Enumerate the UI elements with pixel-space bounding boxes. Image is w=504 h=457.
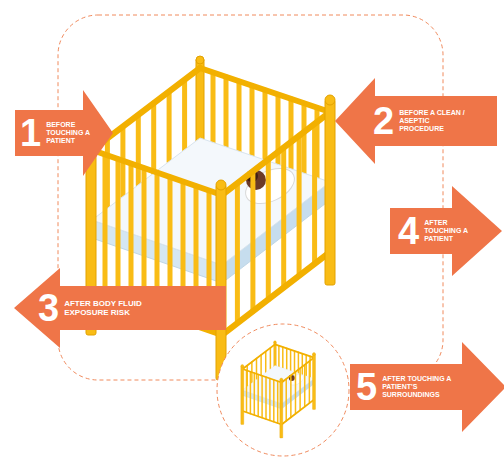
arrow-outline <box>390 186 502 276</box>
moment-label: BEFORE TOUCHING A PATIENT <box>46 121 90 145</box>
arrow-content: 2BEFORE A CLEAN / ASEPTIC PROCEDURE <box>373 96 473 146</box>
arrow-outline <box>14 268 226 348</box>
moment-label: AFTER TOUCHING A PATIENT <box>424 219 474 243</box>
moment-arrow: 4AFTER TOUCHING A PATIENT <box>390 186 502 276</box>
moment-number: 2 <box>373 102 394 140</box>
moment-arrow: 1BEFORE TOUCHING A PATIENT <box>15 90 113 176</box>
moment-number: 4 <box>398 212 419 250</box>
moment-arrow: 2BEFORE A CLEAN / ASEPTIC PROCEDURE <box>335 78 497 164</box>
moment-label: BEFORE A CLEAN / ASEPTIC PROCEDURE <box>399 109 473 133</box>
arrow-outline <box>335 78 497 164</box>
arrow-outline <box>15 90 113 176</box>
arrow-content: 4AFTER TOUCHING A PATIENT <box>398 208 474 254</box>
surroundings-circle <box>217 324 349 456</box>
moment-number: 5 <box>356 368 377 406</box>
moment-number: 3 <box>38 289 59 327</box>
moment-arrow: 5AFTER TOUCHING A PATIENT'S SURROUNDINGS <box>350 342 504 432</box>
moment-label: AFTER TOUCHING A PATIENT'S SURROUNDINGS <box>382 375 458 399</box>
arrow-content: 1BEFORE TOUCHING A PATIENT <box>20 110 90 156</box>
moment-arrow: 3 AFTER BODY FLUID EXPOSURE RISK <box>14 268 226 348</box>
small-crib-illustration <box>241 341 316 438</box>
moment-number: 1 <box>20 114 41 152</box>
arrow-outline <box>350 342 504 432</box>
moment-label: AFTER BODY FLUID EXPOSURE RISK <box>64 299 164 317</box>
arrow-content: 5AFTER TOUCHING A PATIENT'S SURROUNDINGS <box>356 364 458 410</box>
arrow-content: 3 AFTER BODY FLUID EXPOSURE RISK <box>38 286 164 330</box>
